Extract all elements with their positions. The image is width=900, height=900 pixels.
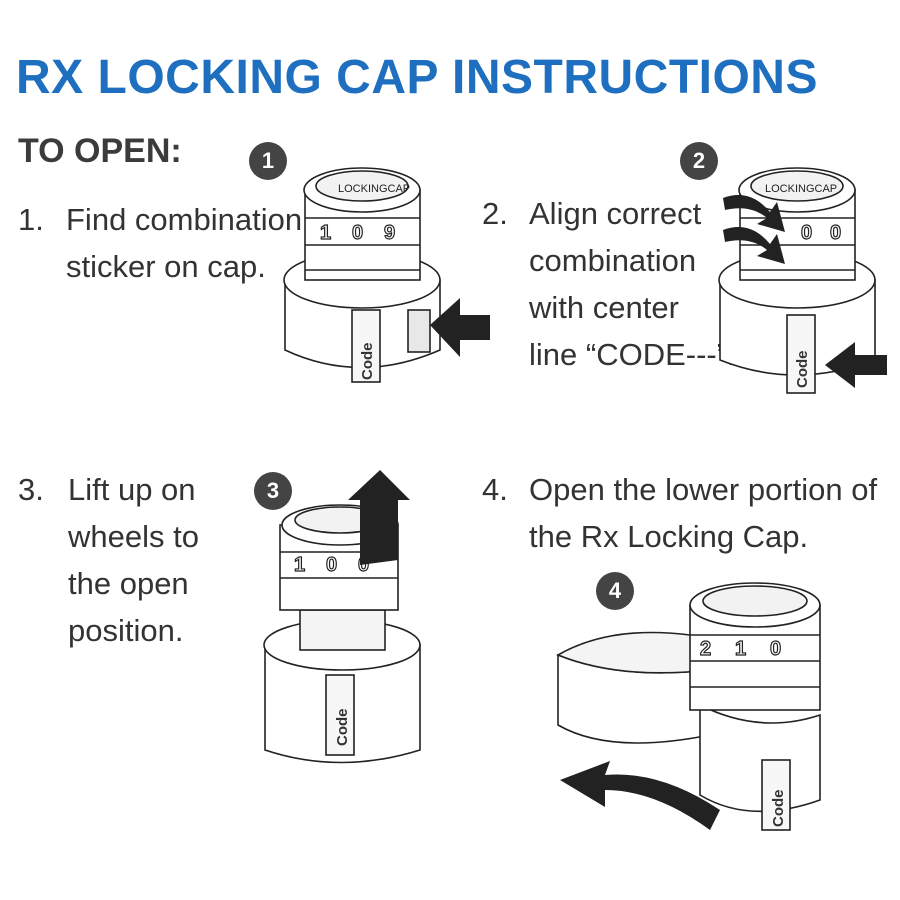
wheel-digit: 9 bbox=[384, 222, 395, 244]
step-1-line: sticker on cap. bbox=[66, 249, 266, 284]
step-1-line: Find combination bbox=[66, 202, 303, 237]
cap-brand-label: LOCKINGCAP bbox=[338, 183, 410, 195]
cap-brand-label: LOCKINGCAP bbox=[765, 183, 837, 195]
step-4-badge: 4 bbox=[596, 572, 634, 610]
step-2-line: combination bbox=[529, 243, 697, 278]
step-2-number: 2. bbox=[482, 196, 508, 231]
cap-figure-1: 1 0 9 LOCKINGCAP Code bbox=[283, 167, 490, 383]
cap-figure-4: 2 1 0 Code bbox=[556, 582, 821, 831]
step-1-number: 1. bbox=[18, 202, 44, 237]
step-2-badge: 2 bbox=[680, 142, 718, 180]
code-label: Code bbox=[334, 709, 351, 747]
step-2-line: Align correct bbox=[529, 196, 702, 231]
step-4-line: Open the lower portion of bbox=[529, 472, 878, 507]
step-3-text: 3. Lift up on wheels to the open positio… bbox=[18, 466, 199, 654]
wheel-digit: 0 bbox=[830, 222, 841, 244]
code-label: Code bbox=[770, 790, 787, 828]
wheel-digit: 1 bbox=[735, 638, 746, 660]
wheel-digit: 0 bbox=[326, 554, 337, 576]
wheel-digit: 0 bbox=[801, 222, 812, 244]
wheel-digit: 1 bbox=[294, 554, 305, 576]
step-2-line: with center bbox=[529, 290, 679, 325]
step-2-text: 2. Align correct combination with center… bbox=[482, 190, 736, 378]
wheel-digit: 0 bbox=[352, 222, 363, 244]
step-1-badge: 1 bbox=[249, 142, 287, 180]
section-title: TO OPEN: bbox=[18, 132, 182, 170]
arrow-up-icon bbox=[348, 470, 410, 565]
step-2-line: line “CODE---”. bbox=[529, 337, 736, 372]
cap-figure-3: 1 0 0 Code bbox=[263, 470, 421, 764]
cap-figure-2: 0 0 LOCKINGCAP Code bbox=[718, 167, 887, 394]
wheel-digit: 2 bbox=[700, 638, 711, 660]
step-3-badge: 3 bbox=[254, 472, 292, 510]
code-label: Code bbox=[794, 351, 811, 389]
code-label: Code bbox=[359, 343, 376, 381]
step-4-line: the Rx Locking Cap. bbox=[529, 519, 809, 554]
step-3-line: wheels to bbox=[68, 519, 199, 554]
arrow-right-icon bbox=[723, 195, 785, 264]
step-4-text: 4. Open the lower portion of the Rx Lock… bbox=[482, 466, 877, 560]
step-1-text: 1. Find combination sticker on cap. bbox=[18, 196, 302, 290]
step-3-number: 3. bbox=[18, 472, 44, 507]
step-4-number: 4. bbox=[482, 472, 508, 507]
wheel-digit: 0 bbox=[770, 638, 781, 660]
page-title: RX LOCKING CAP INSTRUCTIONS bbox=[16, 51, 818, 104]
arrow-left-icon bbox=[430, 298, 490, 357]
wheel-digit: 1 bbox=[320, 222, 331, 244]
curved-arrow-icon bbox=[560, 761, 720, 830]
step-3-line: Lift up on bbox=[68, 472, 196, 507]
step-3-line: position. bbox=[68, 613, 184, 648]
step-3-line: the open bbox=[68, 566, 189, 601]
arrow-left-icon bbox=[825, 342, 887, 388]
